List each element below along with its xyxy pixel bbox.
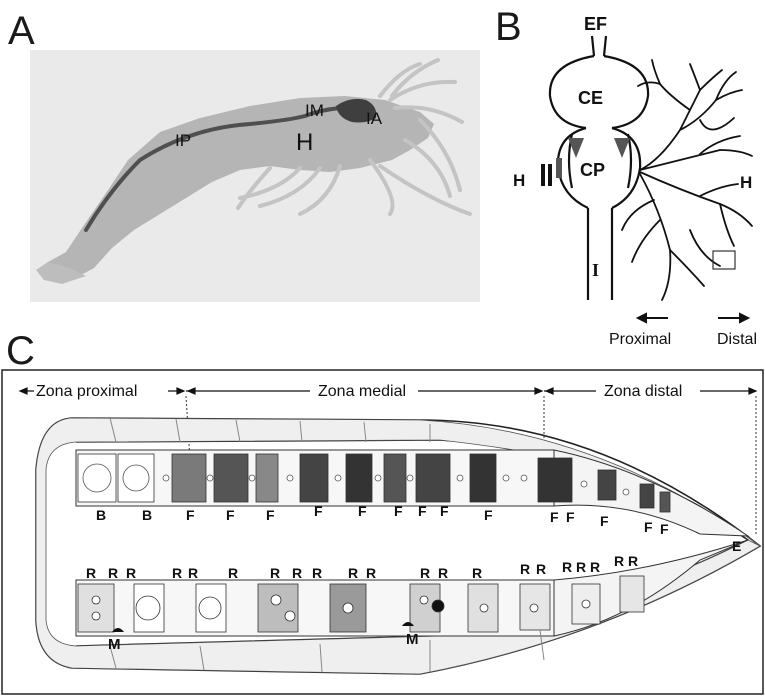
cell-label-top: F	[186, 507, 195, 523]
direction-arrows	[638, 314, 748, 322]
h-duct-left	[556, 158, 562, 178]
label-m-2: M	[406, 631, 419, 648]
cell-label-bottom: R	[172, 565, 182, 581]
cell-label-top: F	[644, 519, 653, 535]
h-marker-left	[541, 164, 545, 186]
cell-label-bottom: R	[270, 565, 280, 581]
h-marker-left-2	[548, 164, 552, 186]
cp-shading-right	[614, 138, 630, 158]
cell-label-top: B	[96, 507, 106, 523]
panel-c-letter: C	[6, 329, 35, 373]
cell-label-top: B	[142, 507, 152, 523]
cell-label-bottom: R	[438, 565, 448, 581]
panel-b: B	[495, 5, 757, 348]
label-e: E	[732, 538, 741, 554]
label-im: IM	[305, 101, 324, 120]
cell-label-bottom: R	[590, 559, 600, 575]
label-ia: IA	[366, 109, 383, 128]
zone-proximal-label: Zona proximal	[36, 383, 137, 400]
cell-label-top: F	[394, 503, 403, 519]
panel-b-letter: B	[495, 5, 522, 49]
cell-label-bottom: R	[472, 565, 482, 581]
label-h-left: H	[513, 171, 525, 190]
cell-label-bottom: R	[292, 565, 302, 581]
panel-c: C Zona proximal Zona medial Zona distal	[2, 329, 763, 694]
cell-label-bottom: R	[420, 565, 430, 581]
cell-label-top: F	[484, 507, 493, 523]
cell-label-top: F	[314, 503, 323, 519]
cell-label-top: F	[226, 507, 235, 523]
cell-label-bottom: R	[86, 565, 96, 581]
panel-a-letter: A	[8, 9, 35, 53]
cell-label-bottom: R	[188, 565, 198, 581]
label-distal: Distal	[717, 331, 757, 348]
cell-label-bottom: R	[628, 553, 638, 569]
detail-box	[713, 251, 735, 269]
cell-label-bottom: R	[536, 561, 546, 577]
hepatopancreas-tubules	[622, 60, 752, 300]
label-h: H	[296, 129, 313, 156]
cell-label-bottom: R	[348, 565, 358, 581]
cell-label-bottom: R	[108, 565, 118, 581]
label-i: I	[592, 260, 599, 280]
label-ip: IP	[175, 131, 191, 150]
cell-label-top: F	[266, 507, 275, 523]
label-proximal: Proximal	[609, 331, 671, 348]
cell-label-bottom: R	[228, 565, 238, 581]
zone-medial-label: Zona medial	[318, 383, 406, 400]
zone-distal-label: Zona distal	[604, 383, 682, 400]
label-cp: CP	[580, 160, 605, 180]
panel-a: A IP IM H IA	[8, 9, 480, 302]
cell-label-top: F	[358, 503, 367, 519]
cell-label-top: F	[660, 521, 669, 537]
label-ce: CE	[578, 88, 603, 108]
cell-label-top: F	[566, 509, 575, 525]
cell-label-bottom: R	[312, 565, 322, 581]
cell-label-bottom: R	[614, 553, 624, 569]
cell-label-bottom: R	[126, 565, 136, 581]
cell-label-bottom: R	[562, 559, 572, 575]
cell-label-top: F	[418, 503, 427, 519]
cell-label-bottom: R	[366, 565, 376, 581]
cell-label-top: F	[550, 509, 559, 525]
cell-label-bottom: R	[576, 559, 586, 575]
cell-label-bottom: R	[520, 561, 530, 577]
cell-label-top: F	[440, 503, 449, 519]
label-ef: EF	[584, 14, 607, 34]
cell-label-top: F	[600, 513, 609, 529]
label-m-1: M	[108, 636, 121, 653]
label-h-right: H	[740, 173, 752, 192]
